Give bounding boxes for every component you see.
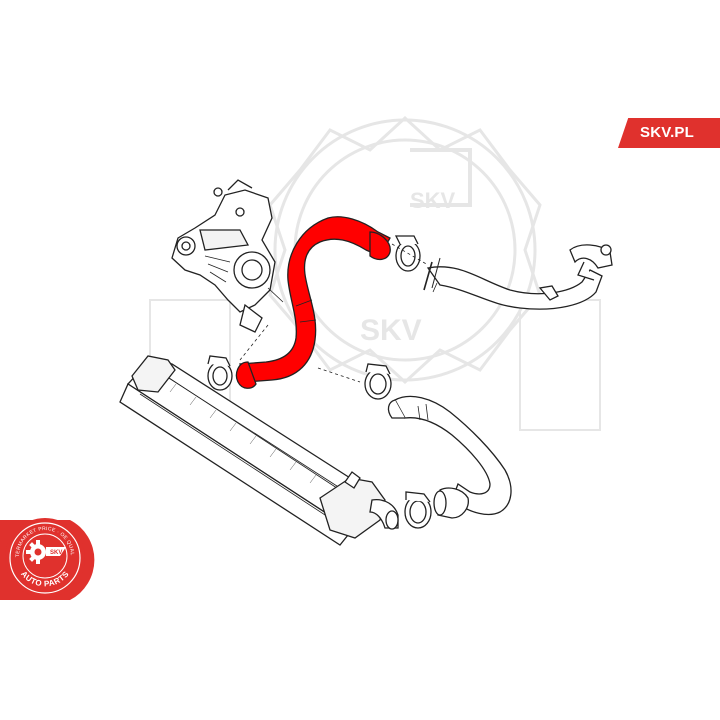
brand-tag-background (618, 118, 720, 148)
highlighted-intercooler-hose (235, 216, 391, 389)
brand-tag-label: SKV.PL (640, 124, 695, 141)
badge-center-text: SKV (50, 550, 62, 556)
badge-ring-text: AFTERMARKET PRICE · OE QUALITY (0, 0, 75, 557)
intercooler (119, 355, 399, 546)
svg-text:AFTERMARKET PRICE · OE QUALITY: AFTERMARKET PRICE · OE QUALITY (0, 0, 75, 557)
skv-auto-parts-badge: AFTERMARKET PRICE · OE QUALITY AUTO PART… (0, 0, 95, 600)
watermark-text-middle: SKV (360, 314, 422, 347)
upper-intake-pipe (423, 244, 613, 310)
skv-watermark: SKV SKV (149, 115, 601, 431)
hose-clamp-middle (364, 363, 392, 400)
hose-clamp-lower (404, 491, 432, 529)
gear-icon (26, 540, 46, 564)
brand-tag: SKV.PL (618, 118, 720, 148)
lower-intercooler-hose (387, 395, 512, 519)
hose-clamp-left (207, 355, 233, 391)
turbocharger (171, 179, 284, 333)
watermark-text-top: SKV (410, 188, 456, 213)
